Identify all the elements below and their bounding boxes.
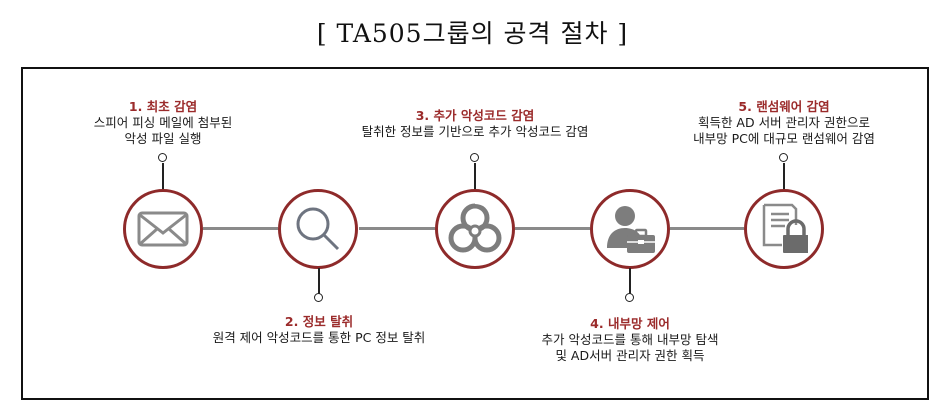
step-5-stem	[783, 163, 785, 191]
document-lock-icon	[762, 203, 808, 253]
step-2-desc: 원격 제어 악성코드를 통한 PC 정보 탈취	[212, 330, 426, 345]
step-5-node	[744, 189, 824, 269]
step-4-stem	[629, 268, 631, 294]
step-1-title: 1. 최초 감염	[128, 99, 198, 114]
envelope-icon	[137, 211, 189, 247]
step-4-label: 4. 내부망 제어 추가 악성코드를 통해 내부망 탐색 및 AD서버 관리자 …	[520, 316, 740, 364]
step-3-stem	[474, 163, 476, 191]
step-3-title: 3. 추가 악성코드 감염	[415, 108, 535, 123]
step-4-desc: 추가 악성코드를 통해 내부망 탐색 및 AD서버 관리자 권한 획득	[541, 332, 719, 363]
step-3-node	[435, 189, 515, 269]
diagram-frame	[21, 67, 929, 400]
connector-line	[670, 227, 744, 230]
biohazard-icon	[448, 202, 502, 253]
step-1-node	[123, 189, 203, 269]
magnifier-icon	[296, 207, 340, 251]
step-2-label: 2. 정보 탈취 원격 제어 악성코드를 통한 PC 정보 탈취	[169, 314, 469, 346]
step-1-label: 1. 최초 감염 스피어 피싱 메일에 첨부된 악성 파일 실행	[63, 99, 263, 147]
user-toolbox-icon	[607, 206, 655, 253]
diagram-title: [ TA505그룹의 공격 절차 ]	[316, 19, 629, 48]
step-5-pin	[779, 153, 788, 162]
step-5-label: 5. 랜섬웨어 감염 획득한 AD 서버 관리자 권한으로 내부망 PC에 대규…	[674, 99, 894, 147]
step-4-pin	[625, 293, 634, 302]
step-5-desc: 획득한 AD 서버 관리자 권한으로 내부망 PC에 대규모 랜섬웨어 감염	[693, 115, 875, 146]
connector-line	[203, 227, 278, 230]
step-2-stem	[318, 268, 320, 294]
step-2-node	[278, 189, 358, 269]
step-2-title: 2. 정보 탈취	[284, 314, 354, 329]
step-3-pin	[470, 153, 479, 162]
step-4-node	[590, 189, 670, 269]
step-4-title: 4. 내부망 제어	[590, 316, 670, 331]
step-3-desc: 탈취한 정보를 기반으로 추가 악성코드 감염	[361, 124, 589, 139]
step-1-desc: 스피어 피싱 메일에 첨부된 악성 파일 실행	[93, 115, 233, 146]
connector-line	[359, 227, 435, 230]
step-5-title: 5. 랜섬웨어 감염	[738, 99, 830, 114]
step-1-stem	[162, 163, 164, 191]
step-3-label: 3. 추가 악성코드 감염 탈취한 정보를 기반으로 추가 악성코드 감염	[325, 108, 625, 140]
connector-line	[515, 227, 590, 230]
step-2-pin	[314, 293, 323, 302]
step-1-pin	[158, 153, 167, 162]
